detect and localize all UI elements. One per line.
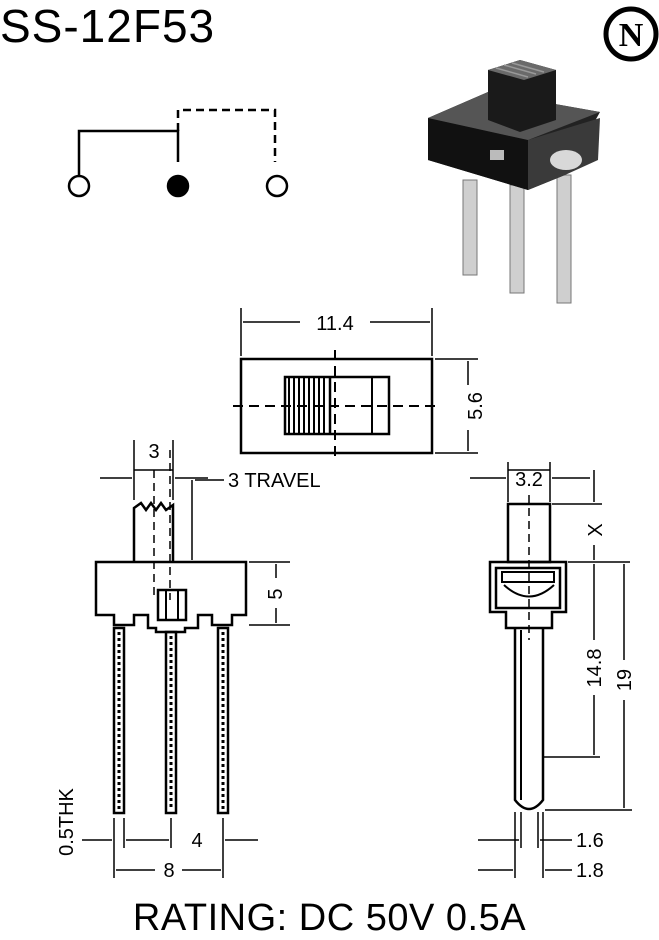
dim-travel: 3 TRAVEL	[228, 470, 321, 492]
front-pin-center	[164, 630, 178, 815]
front-contact	[156, 588, 188, 622]
side-view	[470, 462, 632, 878]
dim-pin-thickness: 0.5THK	[56, 787, 78, 855]
front-pin-left	[112, 626, 126, 815]
front-pin-right	[216, 626, 230, 815]
switch-schematic	[67, 108, 289, 198]
photo-pin-left	[462, 179, 478, 276]
switch-photo	[428, 60, 600, 304]
top-view	[233, 308, 478, 462]
terminal-open-right	[265, 174, 289, 198]
dim-side-total-length: 19	[614, 669, 636, 691]
dim-top-width: 11.4	[316, 313, 353, 335]
dim-side-pin-length: 14.8	[584, 649, 606, 688]
dim-side-pin-width-b: 1.8	[576, 860, 604, 882]
dim-pin-span: 8	[163, 860, 174, 882]
dim-pin-pitch: 4	[191, 830, 202, 852]
schematic-dashed-line	[176, 108, 277, 162]
dim-side-actuator-height: X	[585, 523, 607, 536]
terminal-common	[166, 174, 190, 198]
dim-body-height: 5	[265, 588, 287, 599]
dim-actuator-width: 3	[148, 441, 159, 463]
side-pin	[513, 628, 545, 811]
dim-side-actuator-width: 3.2	[515, 469, 543, 491]
front-view	[82, 440, 290, 878]
dim-top-height: 5.6	[465, 392, 487, 420]
side-body	[488, 560, 568, 630]
rating-label: RATING: DC 50V 0.5A	[132, 897, 527, 939]
photo-pin-right	[556, 174, 572, 304]
part-number-title: SS-12F53	[0, 0, 216, 52]
front-body	[94, 560, 248, 634]
photo-pin-center	[509, 184, 525, 294]
terminal-open-left	[67, 174, 91, 198]
n-circle-logo-icon: N	[603, 6, 659, 62]
schematic-solid-line	[77, 129, 180, 175]
logo-letter: N	[619, 17, 644, 54]
dim-side-pin-width-a: 1.6	[576, 830, 604, 852]
